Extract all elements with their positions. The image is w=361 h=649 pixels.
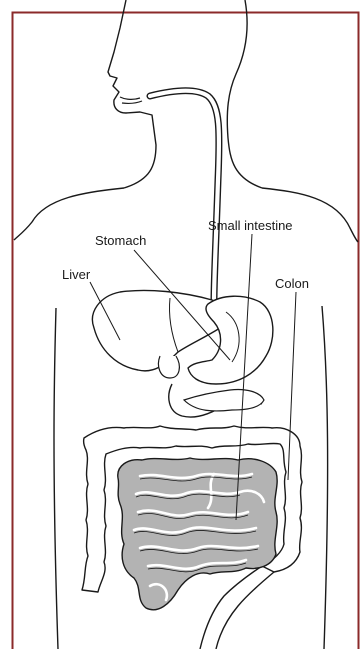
right-shoulder-outline xyxy=(262,188,358,242)
rectum xyxy=(200,566,274,649)
neck-back-outline xyxy=(227,0,262,188)
esophagus xyxy=(150,91,219,300)
label-stomach: Stomach xyxy=(95,233,146,248)
label-colon: Colon xyxy=(275,276,309,291)
mouth-outline xyxy=(120,97,142,103)
gallbladder xyxy=(158,356,179,378)
esophagus-inner xyxy=(150,91,219,300)
pancreas xyxy=(184,389,264,411)
left-torso-side xyxy=(54,308,58,649)
label-liver: Liver xyxy=(62,267,90,282)
small-intestine xyxy=(118,458,277,610)
right-torso-side xyxy=(322,306,328,649)
label-small-intestine: Small intestine xyxy=(208,218,293,233)
